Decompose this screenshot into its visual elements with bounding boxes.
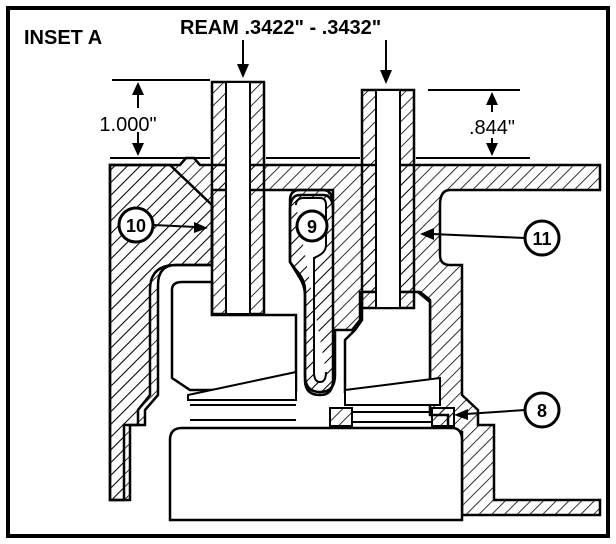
cylinder-head-casting (108, 156, 602, 517)
cylinder-bore (168, 426, 464, 522)
ream-arrow-right (380, 40, 392, 84)
left-valve-guide (210, 80, 266, 316)
dimension-right (428, 89, 520, 156)
dimension-right-label: .844" (469, 117, 515, 139)
callout-8-label: 8 (537, 401, 547, 421)
callout-10: 10 (117, 206, 208, 244)
callout-8: 8 (454, 391, 561, 429)
right-valve-seat (344, 376, 441, 406)
inset-title: INSET A (24, 27, 102, 49)
ream-arrow-left (237, 40, 249, 78)
left-valve-seat (187, 370, 297, 401)
callout-11: 11 (420, 219, 561, 257)
ream-spec-label: REAM .3422" - .3432" (180, 17, 381, 39)
callout-9: 9 (295, 209, 329, 243)
callout-11-label: 11 (532, 229, 551, 249)
dimension-left (112, 79, 210, 156)
right-valve-guide (360, 88, 416, 310)
callout-10-label: 10 (126, 216, 146, 236)
seat-insert (329, 407, 455, 427)
dimension-left-label: 1.000" (99, 114, 156, 136)
callout-9-label: 9 (307, 217, 317, 237)
